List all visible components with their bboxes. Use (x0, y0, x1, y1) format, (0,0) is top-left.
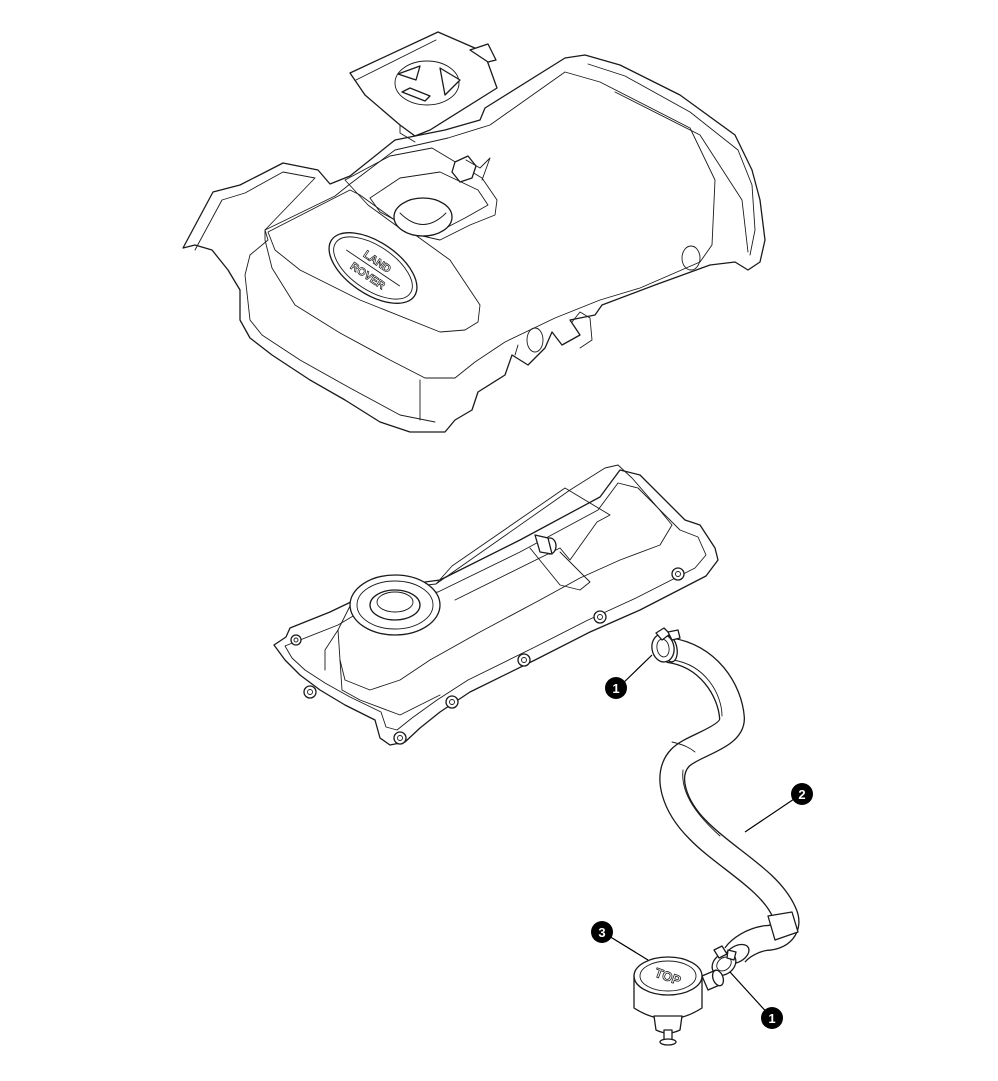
callout-3: 3 (591, 921, 649, 961)
callout-2: 2 (744, 783, 813, 833)
hose-clip-upper (651, 627, 681, 663)
callout-1-lower: 1 (729, 971, 783, 1029)
callout-label: 1 (612, 681, 619, 696)
breather-valve: TOP (633, 956, 725, 1046)
oil-filler-lid (349, 31, 498, 143)
hose-clip-lower (711, 945, 737, 976)
rocker-cover (273, 464, 719, 746)
callout-label: 1 (768, 1011, 775, 1026)
callout-1-upper: 1 (605, 654, 653, 699)
callout-label: 3 (598, 925, 605, 940)
breather-hose (659, 635, 800, 965)
land-rover-badge: LAND ROVER (328, 232, 418, 304)
callout-label: 2 (798, 787, 805, 802)
engine-cover (182, 31, 766, 433)
